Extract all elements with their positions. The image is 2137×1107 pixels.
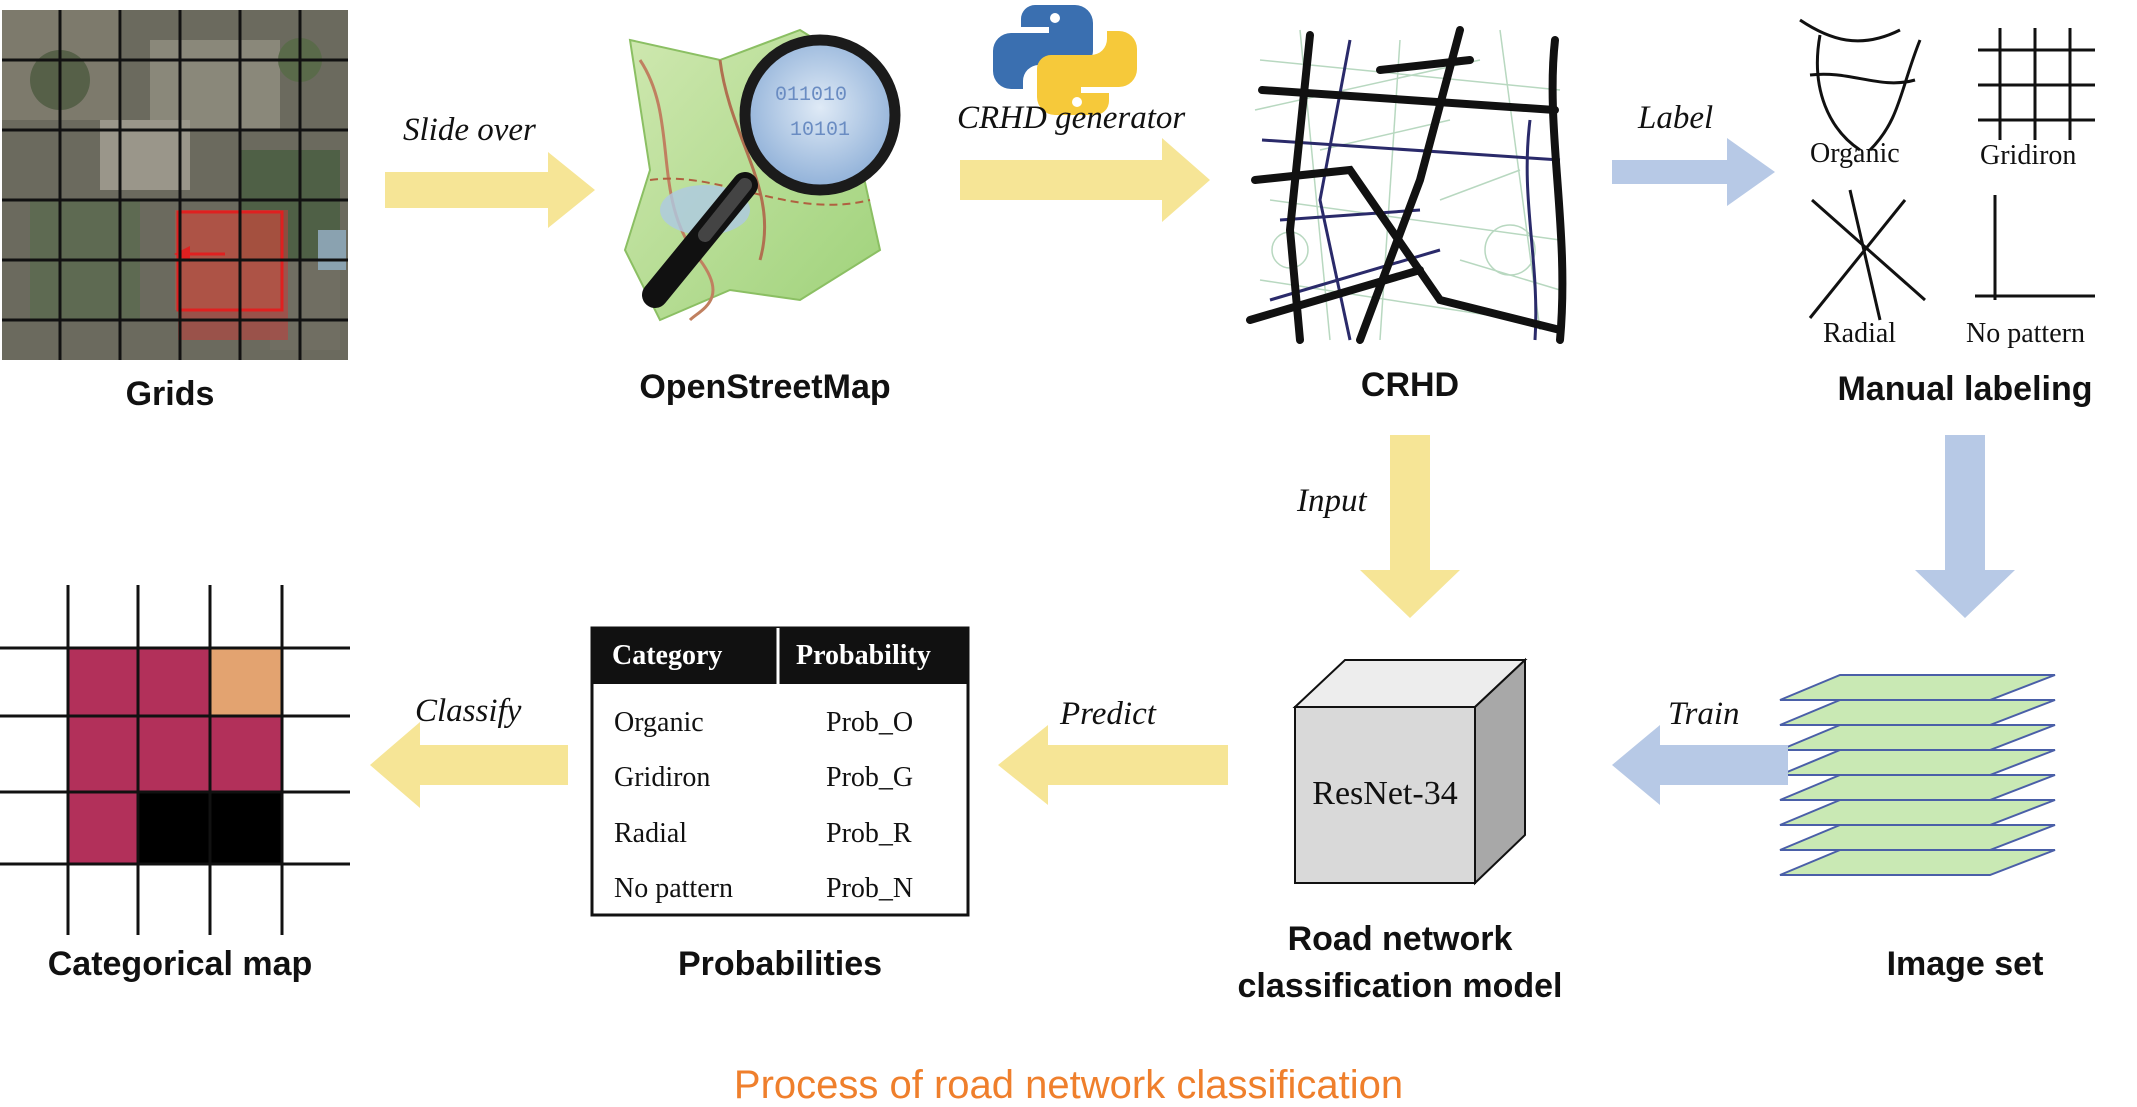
table-cell-probability: Prob_N — [826, 873, 914, 904]
python-logo-icon — [993, 5, 1137, 115]
table-cell-probability: Prob_G — [826, 762, 914, 793]
table-header-category: Category — [612, 640, 723, 671]
node-label-manual-labeling: Manual labeling — [1837, 370, 2093, 408]
node-label-model-line2: classification model — [1237, 967, 1563, 1005]
table-cell-category: Organic — [614, 707, 704, 738]
grids-image — [2, 10, 348, 360]
arrow-label-slide-over: Slide over — [403, 112, 536, 148]
arrow-label-train: Train — [1668, 696, 1740, 732]
table-cell-category: No pattern — [614, 873, 733, 904]
openstreetmap-logo-icon: 011010 10101 — [623, 28, 901, 322]
node-label-categorical-map: Categorical map — [47, 945, 313, 983]
pattern-label-no-pattern: No pattern — [1966, 318, 2085, 349]
gridiron-pattern-icon — [1978, 28, 2095, 140]
probability-table — [590, 626, 970, 917]
node-label-openstreetmap: OpenStreetMap — [639, 368, 891, 406]
crhd-image — [1246, 25, 1567, 345]
model-name: ResNet-34 — [1312, 775, 1458, 812]
node-label-model-line1: Road network — [1287, 920, 1513, 958]
pattern-label-gridiron: Gridiron — [1980, 140, 2077, 171]
arrow-crhd-generator — [960, 138, 1210, 222]
table-header-probability: Probability — [796, 640, 931, 671]
node-label-probabilities: Probabilities — [677, 945, 883, 983]
arrow-input — [1360, 435, 1460, 618]
table-cell-category: Gridiron — [614, 762, 711, 793]
arrow-label — [1612, 138, 1775, 206]
table-cell-probability: Prob_R — [826, 818, 912, 849]
node-label-crhd: CRHD — [1360, 366, 1460, 404]
radial-pattern-icon — [1808, 189, 1926, 321]
arrow-label-input: Input — [1297, 483, 1367, 519]
arrow-label-predict: Predict — [1060, 696, 1156, 732]
pattern-label-organic: Organic — [1810, 138, 1900, 169]
organic-pattern-icon — [1799, 18, 1922, 152]
arrow-slide-over — [385, 152, 595, 228]
image-set-stack-icon — [1779, 674, 2056, 876]
svg-text:011010: 011010 — [775, 84, 847, 107]
diagram-caption: Process of road network classification — [733, 1063, 1404, 1107]
arrow-label-classify: Classify — [415, 693, 522, 729]
arrow-label-label: Label — [1638, 100, 1714, 136]
svg-text:10101: 10101 — [790, 119, 850, 142]
arrow-label-crhd-generator: CRHD generator — [957, 100, 1186, 136]
no-pattern-icon — [1975, 195, 2095, 300]
node-label-image-set: Image set — [1886, 945, 2044, 983]
arrow-manual-to-image-set — [1915, 435, 2015, 618]
categorical-map-grid — [0, 585, 350, 935]
table-cell-probability: Prob_O — [826, 707, 914, 738]
arrow-classify — [370, 722, 568, 808]
table-cell-category: Radial — [614, 818, 688, 849]
model-cube-icon — [1292, 657, 1528, 886]
arrow-predict — [998, 725, 1228, 805]
arrow-train — [1612, 725, 1788, 805]
pattern-label-radial: Radial — [1823, 318, 1897, 349]
node-label-grids: Grids — [125, 375, 215, 413]
